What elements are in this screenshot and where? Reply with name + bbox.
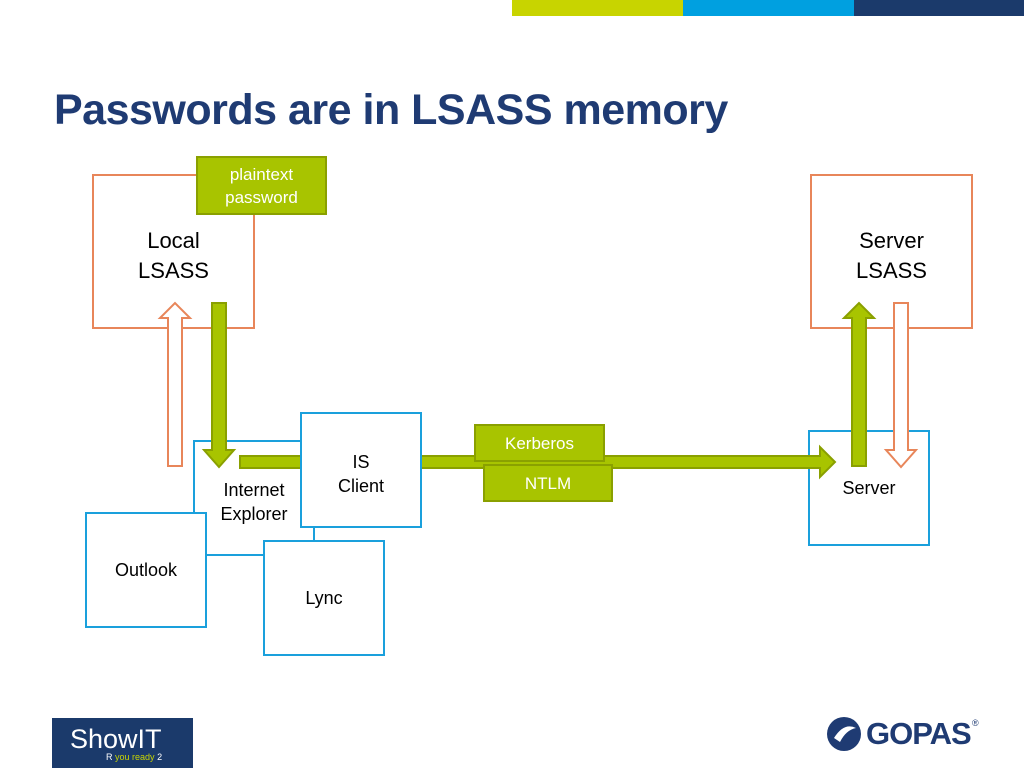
ntlm-label: NTLM xyxy=(483,464,613,502)
green-down-arrow-local xyxy=(201,302,237,469)
topbar-blue xyxy=(683,0,854,16)
showit-tag-mid: you ready xyxy=(115,752,155,762)
plaintext-password-label: plaintext password xyxy=(196,156,327,215)
lync-box: Lync xyxy=(263,540,385,656)
outlook-box: Outlook xyxy=(85,512,207,628)
plaintext-line2: password xyxy=(225,187,298,207)
lync-label: Lync xyxy=(305,588,343,608)
showit-logo: ShowIT R you ready 2 xyxy=(52,718,193,768)
server-lsass-line2: LSASS xyxy=(856,258,927,283)
local-lsass-line2: LSASS xyxy=(138,258,209,283)
orange-down-arrow-server xyxy=(883,302,919,469)
plaintext-line1: plaintext xyxy=(229,164,294,184)
internet-explorer-line2: Explorer xyxy=(220,504,288,524)
server-lsass-line1: Server xyxy=(859,228,924,253)
showit-tagline: R you ready 2 xyxy=(106,752,162,762)
slide-title: Passwords are in LSASS memory xyxy=(54,86,728,134)
topbar-green xyxy=(512,0,683,16)
is-client-box: IS Client xyxy=(300,412,422,528)
green-up-arrow-server xyxy=(841,301,877,467)
is-client-line1: IS xyxy=(352,452,370,472)
kerberos-label: Kerberos xyxy=(474,424,605,462)
local-lsass-line1: Local xyxy=(147,228,200,253)
showit-tag-num: 2 xyxy=(157,752,163,762)
gopas-emblem-icon xyxy=(827,717,861,751)
is-client-line2: Client xyxy=(337,476,385,496)
server-label: Server xyxy=(842,478,896,498)
gopas-text: GOPAS xyxy=(866,716,972,751)
orange-up-arrow-local xyxy=(157,301,193,467)
showit-title: ShowIT xyxy=(70,724,162,754)
internet-explorer-line1: Internet xyxy=(223,480,285,500)
gopas-trademark: ® xyxy=(972,718,979,728)
showit-tag-r: R xyxy=(106,752,113,762)
gopas-logo: GOPAS ® xyxy=(826,714,986,754)
topbar-navy xyxy=(854,0,1024,16)
outlook-label: Outlook xyxy=(114,560,178,580)
